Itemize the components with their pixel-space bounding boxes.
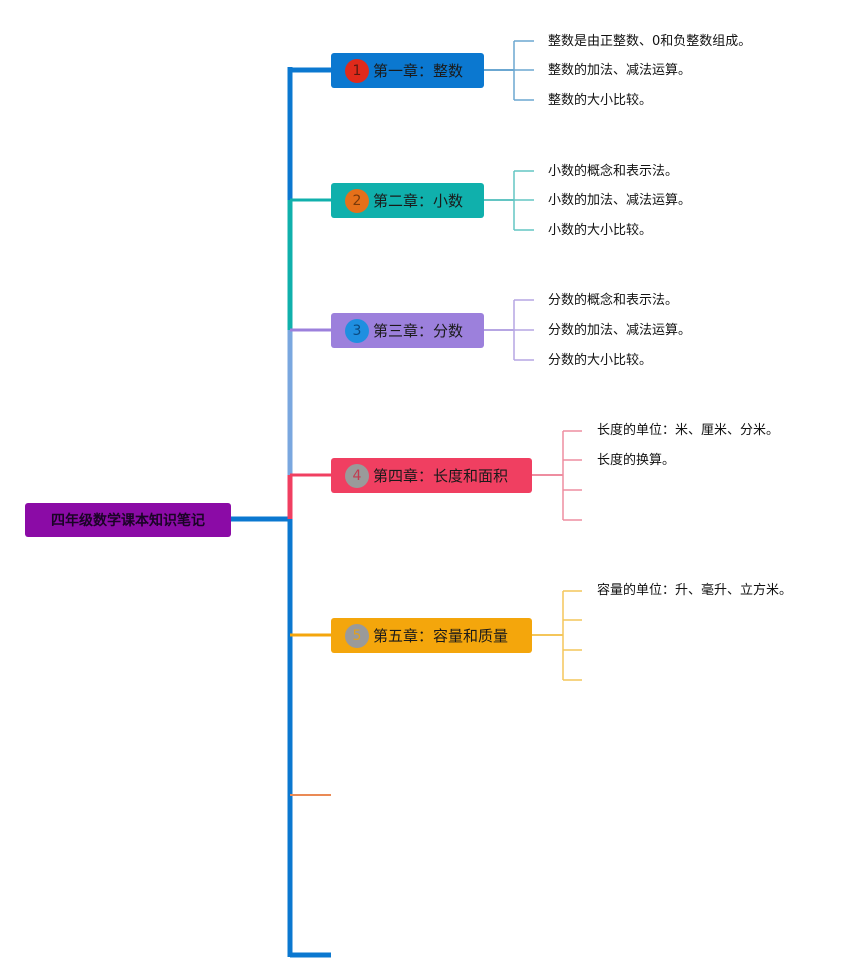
chapter-number-badge: 2 <box>345 188 369 213</box>
chapter-label: 第四章：长度和面积 <box>373 467 509 485</box>
chapter-node-2[interactable]: 2 第二章：小数 <box>331 183 484 218</box>
chapter-node-1[interactable]: 1 第一章：整数 <box>331 53 484 88</box>
note-item[interactable]: 小数的大小比较。 <box>548 223 653 238</box>
note-item[interactable]: 整数的加法、减法运算。 <box>548 63 692 78</box>
chapter-node-3[interactable]: 3 第三章：分数 <box>331 313 484 348</box>
chapter-number-badge: 4 <box>345 463 369 488</box>
note-item[interactable]: 整数的大小比较。 <box>548 93 653 108</box>
chapter-label: 第一章：整数 <box>373 62 464 80</box>
chapter-label: 第五章：容量和质量 <box>373 627 509 645</box>
chapter-number-badge: 5 <box>345 623 369 648</box>
chapter-node-4[interactable]: 4 第四章：长度和面积 <box>331 458 532 493</box>
note-item[interactable]: 分数的加法、减法运算。 <box>548 323 692 338</box>
note-item[interactable]: 整数是由正整数、0和负整数组成。 <box>548 34 752 49</box>
note-item[interactable]: 长度的换算。 <box>597 453 676 468</box>
chapter-number-badge: 1 <box>345 58 369 83</box>
note-item[interactable]: 小数的概念和表示法。 <box>548 164 679 179</box>
chapter-label: 第二章：小数 <box>373 192 464 210</box>
root-label: 四年级数学课本知识笔记 <box>51 513 205 529</box>
chapter-node-5[interactable]: 5 第五章：容量和质量 <box>331 618 532 653</box>
note-item[interactable]: 分数的大小比较。 <box>548 353 653 368</box>
note-item[interactable]: 分数的概念和表示法。 <box>548 293 679 308</box>
chapter-label: 第三章：分数 <box>373 322 464 340</box>
note-item[interactable]: 容量的单位：升、毫升、立方米。 <box>597 583 793 598</box>
note-item[interactable]: 小数的加法、减法运算。 <box>548 193 692 208</box>
note-item[interactable]: 长度的单位：米、厘米、分米。 <box>597 423 780 438</box>
mind-map-root[interactable]: 四年级数学课本知识笔记 <box>25 503 231 537</box>
chapter-number-badge: 3 <box>345 318 369 343</box>
